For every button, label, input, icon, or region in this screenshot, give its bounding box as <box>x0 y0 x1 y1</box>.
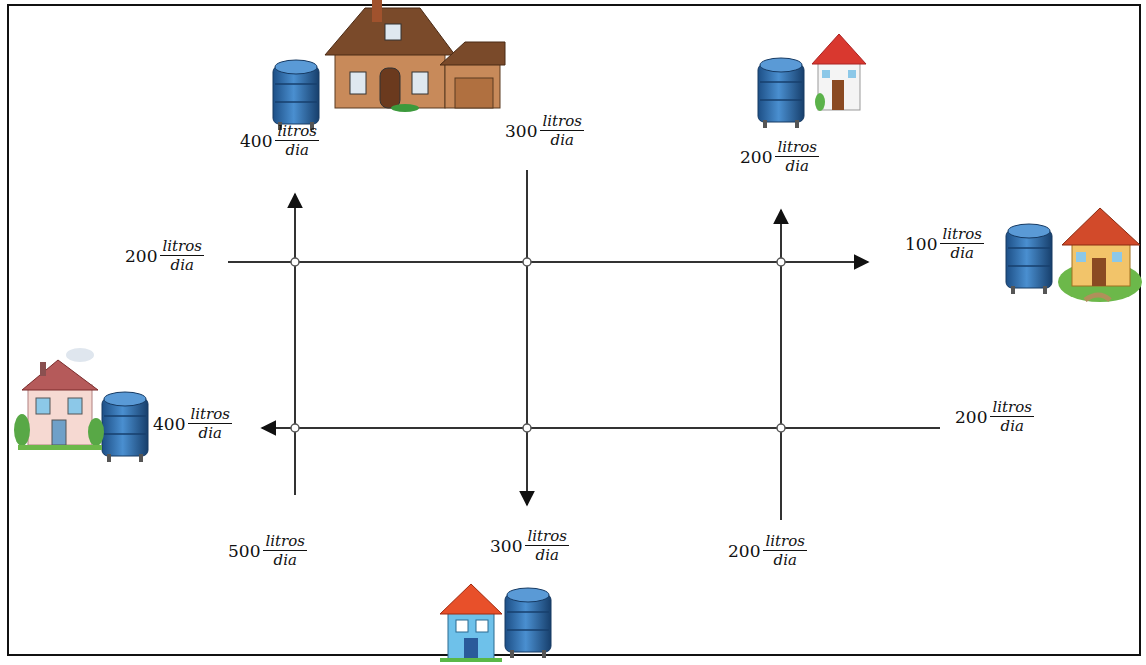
flow-value: 400 <box>153 414 185 434</box>
flow-label: 400litrosdia <box>240 122 319 159</box>
flow-label: 300litrosdia <box>505 112 584 149</box>
unit-numerator: litros <box>763 532 807 551</box>
junctions <box>291 258 785 432</box>
unit-denominator: dia <box>949 244 976 262</box>
unit-fraction: litrosdia <box>763 532 807 569</box>
unit-fraction: litrosdia <box>775 138 819 175</box>
flow-label: 100litrosdia <box>905 225 984 262</box>
unit-numerator: litros <box>160 237 204 256</box>
unit-numerator: litros <box>188 405 232 424</box>
water-tank <box>505 588 551 658</box>
flow-label: 200litrosdia <box>728 532 807 569</box>
unit-denominator: dia <box>999 417 1026 435</box>
house-cottage <box>1058 208 1142 302</box>
flow-value: 200 <box>955 407 987 427</box>
water-tank <box>758 58 804 128</box>
unit-fraction: litrosdia <box>263 532 307 569</box>
unit-fraction: litrosdia <box>160 237 204 274</box>
flow-value: 100 <box>905 234 937 254</box>
house-left <box>14 348 104 450</box>
flow-value: 200 <box>740 147 772 167</box>
house-small <box>812 34 866 111</box>
unit-fraction: litrosdia <box>940 225 984 262</box>
flow-value: 200 <box>125 246 157 266</box>
frame <box>8 5 1140 655</box>
unit-numerator: litros <box>275 122 319 141</box>
pipes <box>228 170 940 520</box>
unit-denominator: dia <box>197 424 224 442</box>
flow-label: 200litrosdia <box>955 398 1034 435</box>
house-large <box>325 0 505 112</box>
unit-fraction: litrosdia <box>990 398 1034 435</box>
water-tank <box>102 392 148 462</box>
flow-label: 400litrosdia <box>153 405 232 442</box>
unit-denominator: dia <box>534 546 561 564</box>
unit-numerator: litros <box>525 527 569 546</box>
flow-label: 200litrosdia <box>125 237 204 274</box>
flow-value: 500 <box>228 541 260 561</box>
unit-denominator: dia <box>169 256 196 274</box>
unit-fraction: litrosdia <box>525 527 569 564</box>
house-bottom <box>440 584 502 662</box>
flow-value: 300 <box>505 121 537 141</box>
unit-numerator: litros <box>990 398 1034 417</box>
unit-denominator: dia <box>549 131 576 149</box>
unit-numerator: litros <box>263 532 307 551</box>
water-tank <box>273 60 319 130</box>
unit-denominator: dia <box>284 141 311 159</box>
unit-denominator: dia <box>772 551 799 569</box>
water-tank <box>1006 224 1052 294</box>
unit-fraction: litrosdia <box>275 122 319 159</box>
unit-fraction: litrosdia <box>188 405 232 442</box>
unit-denominator: dia <box>784 157 811 175</box>
unit-numerator: litros <box>540 112 584 131</box>
unit-numerator: litros <box>940 225 984 244</box>
flow-label: 500litrosdia <box>228 532 307 569</box>
flow-value: 400 <box>240 131 272 151</box>
flow-value: 300 <box>490 536 522 556</box>
unit-fraction: litrosdia <box>540 112 584 149</box>
unit-denominator: dia <box>272 551 299 569</box>
flow-label: 200litrosdia <box>740 138 819 175</box>
flow-label: 300litrosdia <box>490 527 569 564</box>
flow-value: 200 <box>728 541 760 561</box>
unit-numerator: litros <box>775 138 819 157</box>
